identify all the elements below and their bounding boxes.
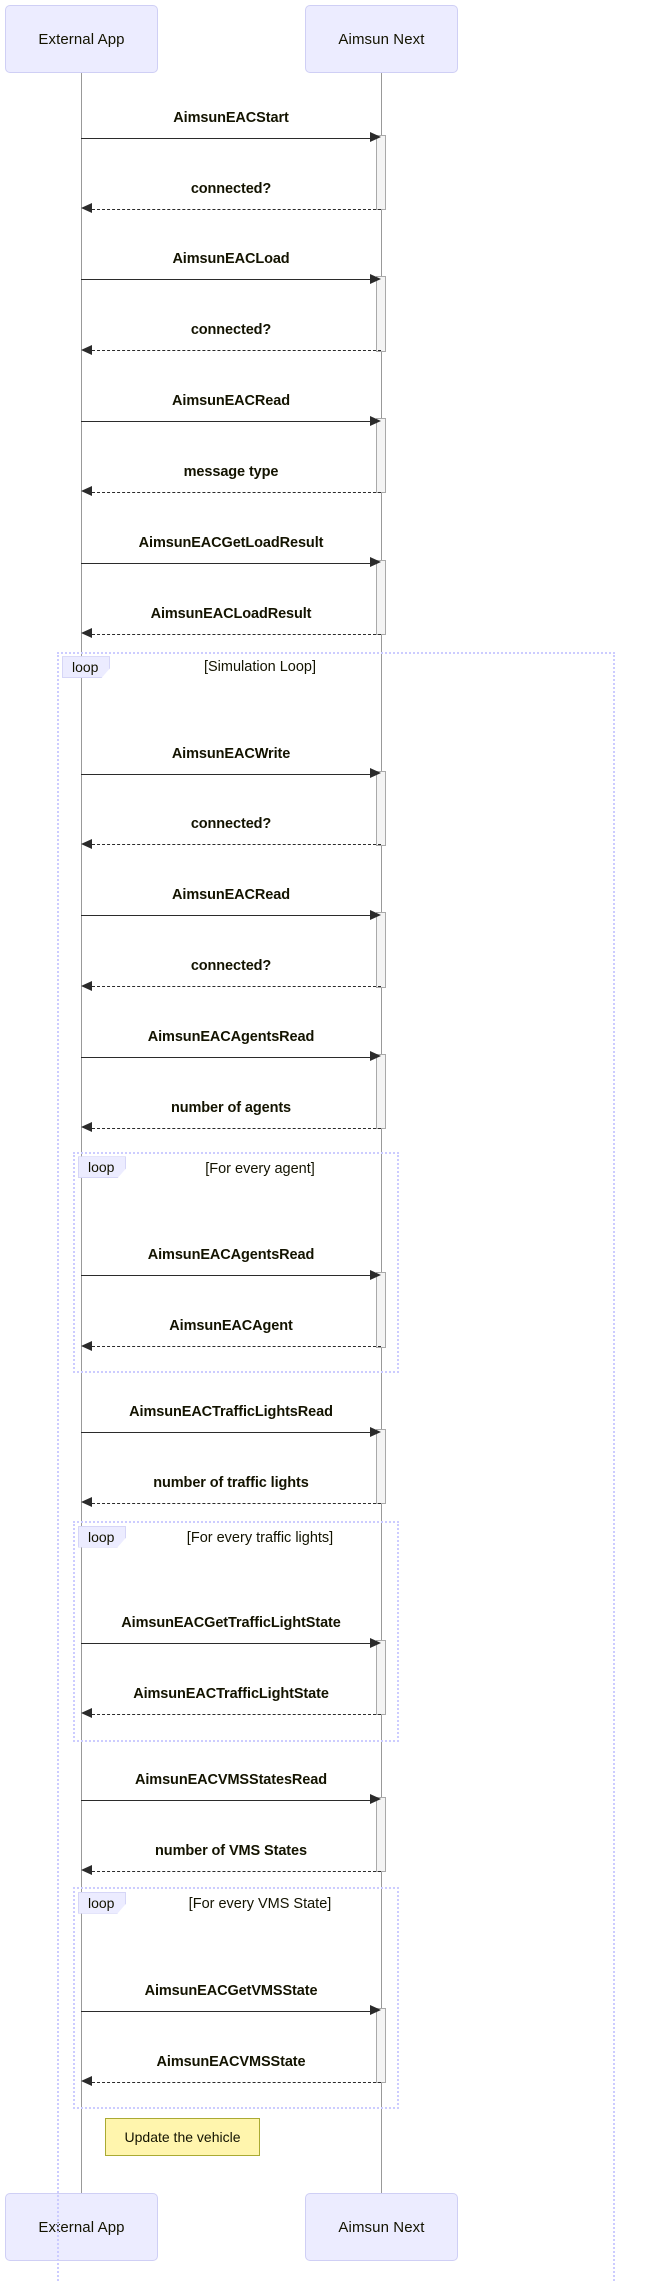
message-label: number of traffic lights <box>153 1474 309 1491</box>
participant-box-aimsun-next-bottom[interactable]: Aimsun Next <box>305 2193 458 2261</box>
message-label: AimsunEACStart <box>173 109 289 126</box>
message-label: AimsunEACVMSState <box>156 2053 306 2070</box>
fragment-title-simulation-loop: [Simulation Loop] <box>203 659 317 676</box>
note-update-the-vehicle: Update the vehicle <box>105 2117 260 2156</box>
message-label: AimsunEACTrafficLightState <box>133 1685 329 1702</box>
activation-bar <box>376 559 386 635</box>
activation-bar <box>376 1053 386 1130</box>
activation-bar <box>376 276 386 352</box>
message-label: message type <box>183 463 279 480</box>
fragment-keyword-every-agent: loop <box>78 1156 126 1179</box>
fragment-title-every-vms-state: [For every VMS State] <box>188 1896 332 1913</box>
fragment-keyword-every-vms-state: loop <box>78 1891 126 1914</box>
participant-label-external-app-bottom: External App <box>38 2218 125 2236</box>
fragment-keyword-label: loop <box>72 659 99 676</box>
message-label: AimsunEACRead <box>172 393 290 410</box>
activation-bar <box>376 1640 386 1716</box>
message-label: AimsunEACLoadResult <box>150 605 312 622</box>
fragment-simulation-loop <box>57 651 615 2281</box>
activation-bar <box>376 1796 386 1873</box>
message-label: AimsunEACVMSStatesRead <box>135 1771 327 1788</box>
activation-bar <box>376 1272 386 1348</box>
participant-label-aimsun-next-bottom: Aimsun Next <box>338 2218 425 2236</box>
activation-bar <box>376 134 386 211</box>
lifeline-external-app <box>81 73 82 2193</box>
fragment-keyword-simulation-loop: loop <box>62 656 110 679</box>
note-text: Update the vehicle <box>124 2128 241 2145</box>
fragment-keyword-label: loop <box>88 1894 115 1911</box>
message-label: AimsunEACWrite <box>171 745 291 762</box>
message-label: AimsunEACAgentsRead <box>147 1028 315 1045</box>
fragment-keyword-label: loop <box>88 1528 115 1545</box>
message-label: AimsunEACGetVMSState <box>144 1982 318 1999</box>
message-label: number of agents <box>170 1099 292 1116</box>
fragment-every-traffic-light <box>73 1520 399 1743</box>
fragment-keyword-every-traffic-light: loop <box>78 1525 126 1548</box>
participant-box-aimsun-next-top[interactable]: Aimsun Next <box>305 5 458 73</box>
participant-label-aimsun-next-top: Aimsun Next <box>338 30 425 48</box>
fragment-title-every-traffic-light: [For every traffic lights] <box>186 1530 334 1547</box>
lifeline-aimsun-next <box>381 73 382 2193</box>
message-label: connected? <box>190 322 272 339</box>
activation-bar <box>376 912 386 988</box>
participant-box-external-app-top[interactable]: External App <box>5 5 158 73</box>
activation-bar <box>376 418 386 494</box>
message-label: AimsunEACGetLoadResult <box>138 534 324 551</box>
message-label: AimsunEACLoad <box>172 251 290 268</box>
message-label: AimsunEACAgent <box>169 1318 293 1335</box>
message-label: connected? <box>190 816 272 833</box>
message-label: number of VMS States <box>155 1842 307 1859</box>
activation-bar <box>376 770 386 846</box>
fragment-keyword-label: loop <box>88 1159 115 1176</box>
activation-bar <box>376 1429 386 1505</box>
fragment-title-every-agent: [For every agent] <box>205 1160 315 1177</box>
message-label: connected? <box>190 180 272 197</box>
message-label: AimsunEACGetTrafficLightState <box>121 1615 341 1632</box>
activation-bar <box>376 2007 386 2083</box>
message-label: AimsunEACAgentsRead <box>147 1247 315 1264</box>
message-label: AimsunEACTrafficLightsRead <box>129 1404 333 1421</box>
participant-box-external-app-bottom[interactable]: External App <box>5 2193 158 2261</box>
participant-label-external-app-top: External App <box>38 30 125 48</box>
message-label: connected? <box>190 958 272 975</box>
message-label: AimsunEACRead <box>172 887 290 904</box>
